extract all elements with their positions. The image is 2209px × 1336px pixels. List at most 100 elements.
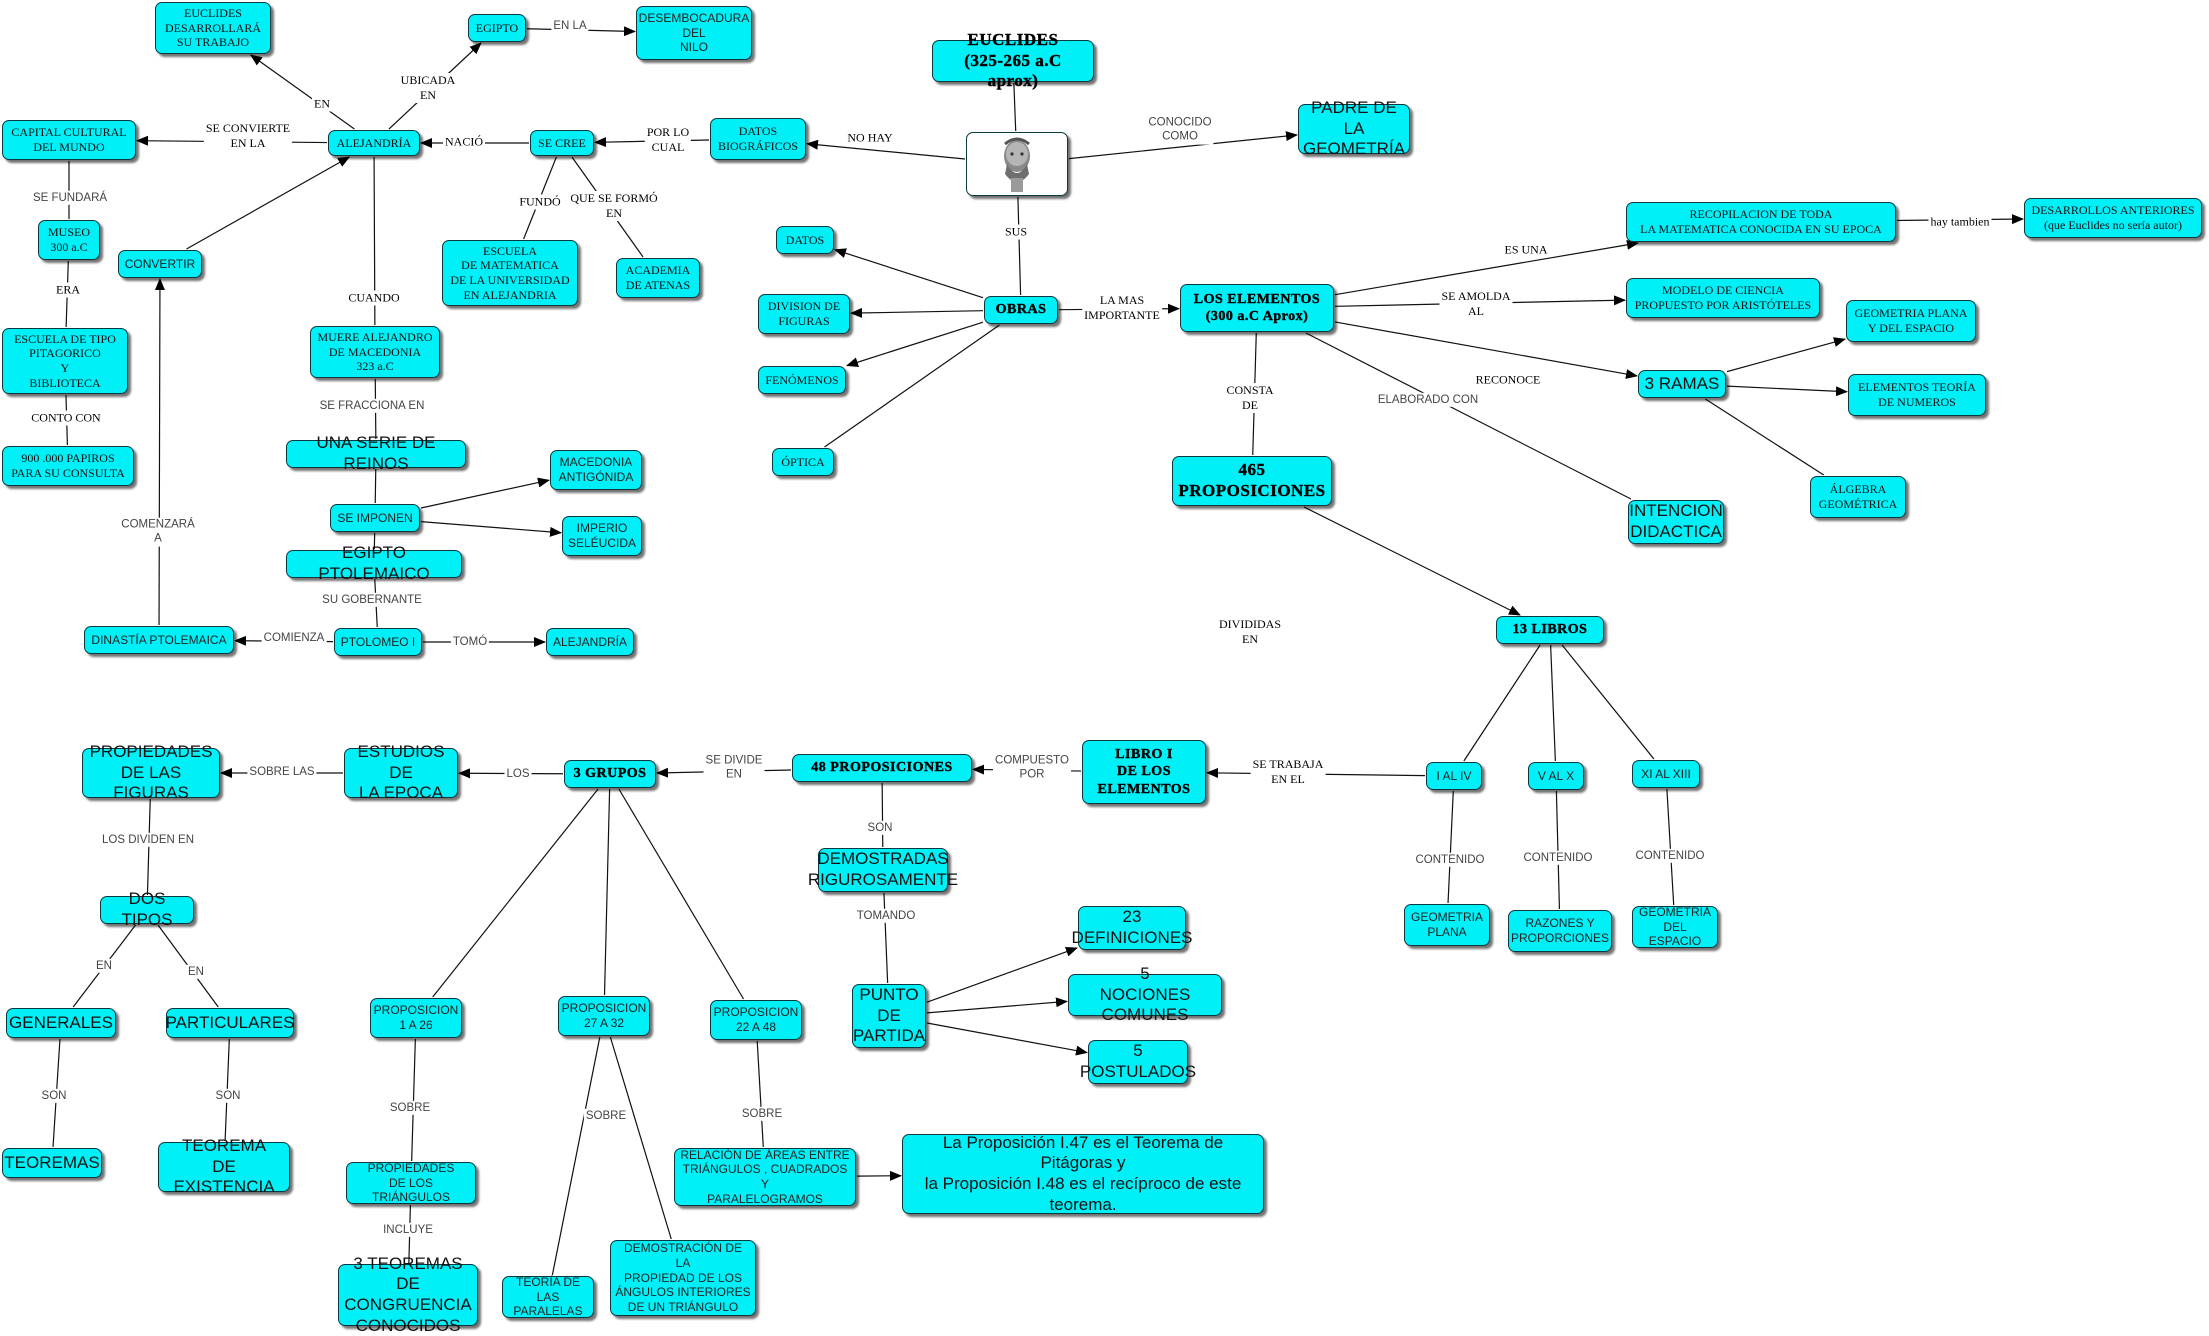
edge-photo-to-datos-bio [807, 144, 965, 159]
node-geo-espacio[interactable]: GEOMETRIA DEL ESPACIO [1632, 906, 1718, 948]
link-label: SOBRE [740, 1107, 784, 1121]
link-label: COMPUESTO POR [993, 754, 1071, 783]
link-label: LOS [504, 767, 531, 781]
edge-elementos-to-intencion [1306, 333, 1631, 499]
node-nociones5[interactable]: 5 NOCIONES COMUNES [1068, 974, 1222, 1016]
node-relacion[interactable]: RELACIÓN DE ÁREAS ENTRE TRIÁNGULOS , CUA… [674, 1148, 856, 1206]
link-label: TOMÓ [451, 635, 489, 649]
node-muere[interactable]: MUERE ALEJANDRO DE MACEDONIA 323 a.C [310, 326, 440, 378]
node-escuela-pit[interactable]: ESCUELA DE TIPO PITAGORICO Y BIBLIOTECA [2, 328, 128, 394]
node-teoria-par[interactable]: TEORÍA DE LAS PARALELAS [502, 1276, 594, 1318]
node-papiros[interactable]: 900 .000 PAPIROS PARA SU CONSULTA [2, 446, 134, 486]
node-imperio[interactable]: IMPERIO SELÉUCIDA [562, 516, 642, 556]
node-i-iv[interactable]: I AL IV [1426, 762, 1482, 790]
node-pitagoras[interactable]: La Proposición I.47 es el Teorema de Pit… [902, 1134, 1264, 1214]
edge-punto-to-postulados5 [927, 1023, 1087, 1053]
node-particulares[interactable]: PARTICULARES [166, 1008, 294, 1038]
node-prop48[interactable]: 48 PROPOSICIONES [792, 754, 972, 782]
node-propiedades-tri[interactable]: PROPIEDADES DE LOS TRIÁNGULOS [346, 1162, 476, 1204]
node-padre[interactable]: PADRE DE LA GEOMETRÍA [1298, 104, 1410, 154]
node-escuela-mat[interactable]: ESCUELA DE MATEMATICA DE LA UNIVERSIDAD … [442, 240, 578, 306]
edge-i-iv-to-geo-plana [1448, 791, 1453, 903]
link-label: EN [186, 965, 206, 979]
node-dinastia[interactable]: DINASTÍA PTOLEMAICA [84, 626, 234, 654]
node-recopilacion[interactable]: RECOPILACION DE TODA LA MATEMATICA CONOC… [1626, 202, 1896, 242]
link-label: SE TRABAJA EN EL [1251, 757, 1326, 787]
node-libro1[interactable]: LIBRO I DE LOS ELEMENTOS [1082, 740, 1206, 804]
node-teoremas[interactable]: TEOREMAS [2, 1148, 102, 1178]
edge-elementos-to-tres-ramas [1335, 322, 1637, 376]
node-tres-ramas[interactable]: 3 RAMAS [1638, 370, 1726, 398]
node-teoremas3[interactable]: 3 TEOREMAS DE CONGRUENCIA CONOCIDOS [338, 1264, 478, 1326]
node-prop22-48[interactable]: PROPOSICION 22 A 48 [710, 1000, 802, 1040]
link-label: CONOCIDO COMO [1146, 116, 1213, 145]
node-convertir[interactable]: CONVERTIR [118, 250, 202, 278]
node-capital[interactable]: CAPITAL CULTURAL DEL MUNDO [2, 120, 136, 160]
link-label: RECONOCE [1474, 373, 1543, 388]
node-proposiciones465[interactable]: 465 PROPOSICIONES [1172, 456, 1332, 506]
node-prop27-32[interactable]: PROPOSICION 27 A 32 [558, 996, 650, 1036]
node-obras[interactable]: OBRAS [984, 296, 1058, 324]
link-label: EN LA [551, 19, 588, 33]
edge-obras-to-division [851, 311, 983, 313]
node-reinos[interactable]: UNA SERIE DE REINOS [286, 440, 466, 468]
node-generales[interactable]: GENERALES [6, 1008, 116, 1038]
node-datos-bio[interactable]: DATOS BIOGRÁFICOS [710, 118, 806, 160]
node-def23[interactable]: 23 DEFINICIONES [1078, 906, 1186, 950]
node-optica[interactable]: ÓPTICA [772, 448, 834, 476]
node-alejandria[interactable]: ALEJANDRÍA [328, 130, 420, 156]
node-demostracion[interactable]: DEMOSTRACIÓN DE LA PROPIEDAD DE LOS ÁNGU… [610, 1240, 756, 1316]
node-modelo[interactable]: MODELO DE CIENCIA PROPUESTO POR ARISTÓTE… [1626, 278, 1820, 318]
node-imponen[interactable]: SE IMPONEN [330, 504, 420, 532]
link-label: ERA [54, 283, 82, 298]
link-label: ES UNA [1502, 243, 1549, 258]
node-division[interactable]: DIVISION DE FIGURAS [758, 294, 850, 334]
node-postulados5[interactable]: 5 POSTULADOS [1088, 1040, 1188, 1084]
node-demostradas[interactable]: DEMOSTRADAS RIGUROSAMENTE [818, 848, 948, 892]
node-xi-xiii[interactable]: XI AL XIII [1632, 760, 1700, 788]
node-datos[interactable]: DATOS [776, 226, 834, 254]
node-estudios[interactable]: ESTUDIOS DE LA EPOCA [344, 748, 458, 798]
node-euclides-trabajo[interactable]: EUCLIDES DESARROLLARÁ SU TRABAJO [155, 2, 271, 54]
node-v-x[interactable]: V AL X [1528, 762, 1584, 790]
edge-obras-to-optica [825, 325, 1000, 447]
node-macedonia[interactable]: MACEDONIA ANTIGÓNIDA [550, 450, 642, 490]
node-dos-tipos[interactable]: DOS TIPOS [100, 896, 194, 924]
node-prop1-26[interactable]: PROPOSICION 1 A 26 [370, 998, 462, 1038]
node-punto[interactable]: PUNTO DE PARTIDA [852, 984, 926, 1048]
node-desarrollos[interactable]: DESARROLLOS ANTERIORES (que Euclides no … [2024, 198, 2202, 238]
node-alejandria2[interactable]: ALEJANDRÍA [546, 628, 634, 656]
node-euclides[interactable]: EUCLIDES (325-265 a.C aprox) [932, 40, 1094, 82]
node-teorema-exist[interactable]: TEOREMA DE EXISTENCIA [158, 1142, 290, 1192]
edge-tres-ramas-to-algebra [1705, 399, 1823, 475]
link-label: COMENZARÁ A [119, 518, 196, 547]
node-libros13[interactable]: 13 LIBROS [1496, 616, 1604, 644]
node-elem-teoria[interactable]: ELEMENTOS TEORÍA DE NUMEROS [1848, 374, 1986, 416]
node-geo-plana-esp[interactable]: GEOMETRIA PLANA Y DEL ESPACIO [1846, 300, 1976, 342]
node-razones[interactable]: RAZONES Y PROPORCIONES [1508, 910, 1612, 952]
node-egipto-pt[interactable]: EGIPTO PTOLEMAICO [286, 550, 462, 578]
link-label: SU GOBERNANTE [320, 593, 424, 607]
node-propiedades[interactable]: PROPIEDADES DE LAS FIGURAS [82, 748, 220, 798]
node-elementos[interactable]: LOS ELEMENTOS (300 a.C Aprox) [1180, 284, 1334, 332]
node-museo[interactable]: MUSEO 300 a.C [38, 220, 100, 260]
edge-punto-to-nociones5 [927, 1001, 1067, 1012]
node-geo-plana[interactable]: GEOMETRIA PLANA [1404, 904, 1490, 946]
node-grupos3[interactable]: 3 GRUPOS [564, 760, 656, 788]
node-photo[interactable] [966, 132, 1068, 196]
node-desembocadura[interactable]: DESEMBOCADURA DEL NILO [636, 6, 752, 60]
edge-obras-to-fenomenos [847, 322, 983, 365]
link-label: SOBRE [388, 1101, 432, 1115]
node-academia[interactable]: ACADEMIA DE ATENAS [616, 258, 700, 298]
node-intencion[interactable]: INTENCION DIDACTICA [1628, 500, 1724, 544]
link-label: UBICADA EN [399, 73, 458, 103]
node-fenomenos[interactable]: FENÓMENOS [758, 366, 846, 394]
link-label: COMIENZA [262, 631, 327, 645]
link-label: CONTO CON [29, 411, 102, 426]
node-se-cree[interactable]: SE CREE [530, 130, 594, 156]
node-algebra[interactable]: ÁLGEBRA GEOMÉTRICA [1810, 476, 1906, 518]
edge-tres-ramas-to-geo-plana-esp [1727, 339, 1845, 371]
node-ptolomeo[interactable]: PTOLOMEO I [334, 628, 422, 656]
link-label: INCLUYE [381, 1223, 435, 1237]
node-egipto[interactable]: EGIPTO [468, 14, 526, 42]
